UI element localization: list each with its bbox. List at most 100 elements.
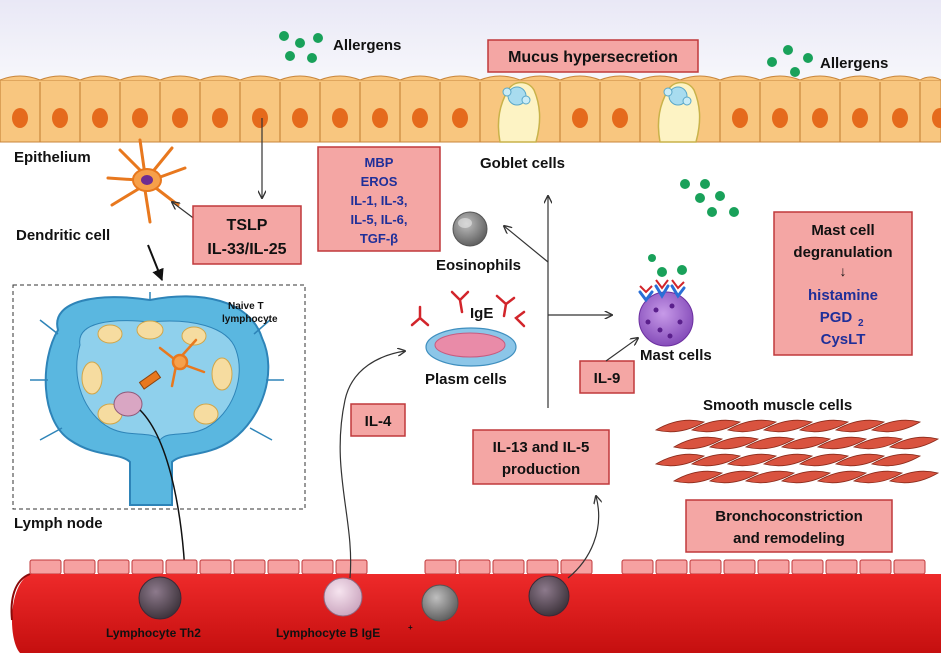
epithelial-cell-nucleus — [812, 108, 828, 128]
lymphocyte-b-cell — [323, 577, 363, 617]
epithelial-cell-nucleus — [772, 108, 788, 128]
endothelial-cell — [301, 559, 334, 575]
ige-label: IgE — [470, 305, 493, 322]
smooth-muscle-cell — [762, 419, 814, 433]
smooth-muscle-cell — [852, 436, 904, 450]
mediator-cyslt: CysLT — [821, 331, 866, 348]
smooth-muscle-cell — [816, 436, 868, 450]
epithelial-cell-nucleus — [52, 108, 68, 128]
dendritic-cell-label: Dendritic cell — [16, 227, 110, 244]
mediator-pgd2-subscript: 2 — [858, 318, 864, 329]
arrow-dendritic-to-lymph-node — [147, 244, 164, 282]
smooth-muscle-cell — [780, 470, 832, 484]
mast-cells-label: Mast cells — [640, 347, 712, 364]
arrow-il9-to-mast — [605, 338, 638, 362]
naive-t-label-line2: lymphocyte — [222, 314, 278, 325]
smooth-muscle-cell — [744, 436, 796, 450]
smooth-muscle-cell — [888, 470, 940, 484]
il4-box: IL-4 — [350, 403, 406, 437]
goblet-cell-left — [497, 81, 541, 143]
allergen-particles-left — [279, 31, 323, 63]
mediator-tgf-beta: TGF-β — [360, 231, 398, 246]
allergen-particles-mast — [648, 179, 739, 277]
smooth-muscle-cell — [798, 419, 850, 433]
lymph-node-frame — [12, 284, 306, 510]
mast-degranulation-arrow: ↓ — [840, 263, 847, 279]
svg-text:TSLP: TSLP — [227, 217, 268, 234]
endothelial-cell — [621, 559, 654, 575]
endothelial-cell — [655, 559, 688, 575]
smooth-muscle-cell — [654, 419, 706, 433]
epithelial-cell-nucleus — [12, 108, 28, 128]
endothelial-cell — [267, 559, 300, 575]
svg-text:Bronchoconstriction: Bronchoconstriction — [715, 508, 863, 525]
endothelial-cell — [689, 559, 722, 575]
plasm-cells-label: Plasm cells — [425, 371, 507, 388]
smooth-muscle-cell — [780, 436, 832, 450]
epithelial-cell-nucleus — [252, 108, 268, 128]
smooth-muscle-label: Smooth muscle cells — [703, 397, 852, 414]
endothelial-cell — [335, 559, 368, 575]
blood-vessel — [10, 559, 941, 653]
endothelial-cell — [97, 559, 130, 575]
svg-text:Mast cell: Mast cell — [811, 222, 874, 239]
endothelial-cell — [859, 559, 892, 575]
smooth-muscle-cell — [708, 470, 760, 484]
smooth-muscle-cell — [798, 453, 850, 467]
smooth-muscle-cell — [762, 453, 814, 467]
allergen-particles-right — [767, 45, 813, 77]
smooth-muscle-cell — [726, 453, 778, 467]
svg-text:production: production — [502, 461, 580, 478]
smooth-muscle-cell — [834, 419, 886, 433]
svg-text:IL-4: IL-4 — [365, 413, 392, 430]
epithelial-cell-nucleus — [372, 108, 388, 128]
mucus-hypersecretion-box: Mucus hypersecretion — [487, 39, 699, 73]
smooth-muscle-cell — [852, 470, 904, 484]
mediator-histamine: histamine — [808, 287, 878, 304]
lymphocyte-b-label: Lymphocyte B IgE — [276, 626, 380, 640]
smooth-muscle-cell — [708, 436, 760, 450]
arrow-blood-to-il13 — [567, 496, 599, 579]
smooth-muscle-cell — [834, 453, 886, 467]
eosinophil-cell — [452, 211, 488, 247]
endothelial-cell — [791, 559, 824, 575]
epithelial-cell-nucleus — [132, 108, 148, 128]
arrow-to-eosinophils — [504, 226, 549, 263]
bronchoconstriction-box: Bronchoconstriction and remodeling — [685, 499, 893, 553]
smooth-muscle-cell — [870, 453, 922, 467]
smooth-muscle-cell — [744, 470, 796, 484]
epithelial-cell-nucleus — [172, 108, 188, 128]
endothelial-cell — [63, 559, 96, 575]
svg-text:IL-13 and IL-5: IL-13 and IL-5 — [493, 439, 590, 456]
endothelial-cell — [165, 559, 198, 575]
endothelial-cell — [233, 559, 266, 575]
mediator-il5-il6: IL-5, IL-6, — [350, 212, 407, 227]
epithelial-cell-nucleus — [452, 108, 468, 128]
epithelium-layer — [0, 75, 941, 143]
svg-text:degranulation: degranulation — [793, 244, 892, 261]
dendritic-cell — [106, 138, 187, 224]
goblet-cells-label: Goblet cells — [480, 155, 565, 172]
endothelial-cell — [893, 559, 926, 575]
endothelial-cell — [757, 559, 790, 575]
epithelial-cell-nucleus — [332, 108, 348, 128]
mediator-mbp: MBP — [365, 155, 394, 170]
mediator-il1-il3: IL-1, IL-3, — [350, 193, 407, 208]
blood-cell-grey — [421, 584, 459, 622]
arrow-b-cell-to-plasm — [339, 351, 405, 579]
endothelial-cell — [131, 559, 164, 575]
epithelial-cell-nucleus — [612, 108, 628, 128]
smooth-muscle-cell — [888, 436, 940, 450]
epithelial-cell-nucleus — [932, 108, 941, 128]
endothelial-cell — [560, 559, 593, 575]
eosinophils-label: Eosinophils — [436, 257, 521, 274]
epithelial-cell-nucleus — [412, 108, 428, 128]
endothelial-cell — [526, 559, 559, 575]
mast-cell-degranulation-box: Mast cell degranulation ↓ histamine PGD … — [773, 211, 913, 356]
svg-text:and remodeling: and remodeling — [733, 530, 845, 547]
svg-text:IL-9: IL-9 — [594, 370, 621, 387]
epithelial-cell-nucleus — [572, 108, 588, 128]
eosinophil-mediators-box: MBP EROS IL-1, IL-3, IL-5, IL-6, TGF-β — [317, 146, 441, 252]
